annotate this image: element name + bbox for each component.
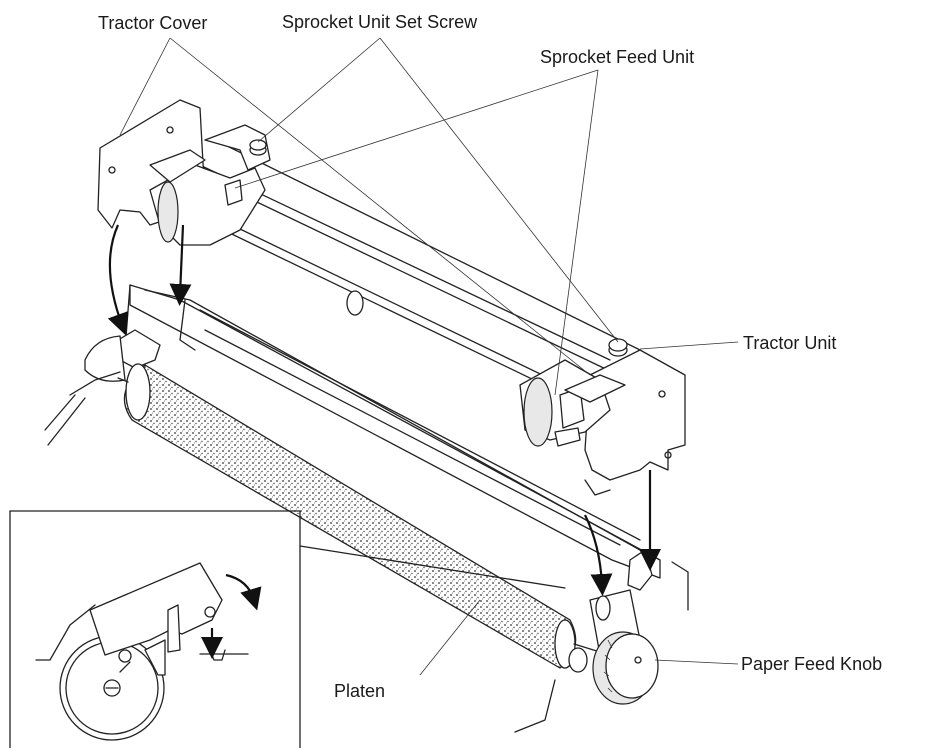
label-sprocket-feed-unit: Sprocket Feed Unit xyxy=(540,47,695,67)
left-tractor-unit xyxy=(97,99,271,246)
paper-feed-knob-assembly xyxy=(514,589,659,733)
label-sprocket-unit-set-screw: Sprocket Unit Set Screw xyxy=(282,12,478,32)
assembly-arrows xyxy=(107,224,661,596)
label-tractor-unit: Tractor Unit xyxy=(743,333,837,353)
platen-frame xyxy=(44,284,689,611)
right-tractor-unit xyxy=(519,338,686,496)
label-platen: Platen xyxy=(334,681,386,701)
leader-lines xyxy=(119,37,739,676)
inset-detail xyxy=(9,510,566,749)
label-paper-feed-knob: Paper Feed Knob xyxy=(741,654,883,674)
label-tractor-cover: Tractor Cover xyxy=(98,13,208,33)
